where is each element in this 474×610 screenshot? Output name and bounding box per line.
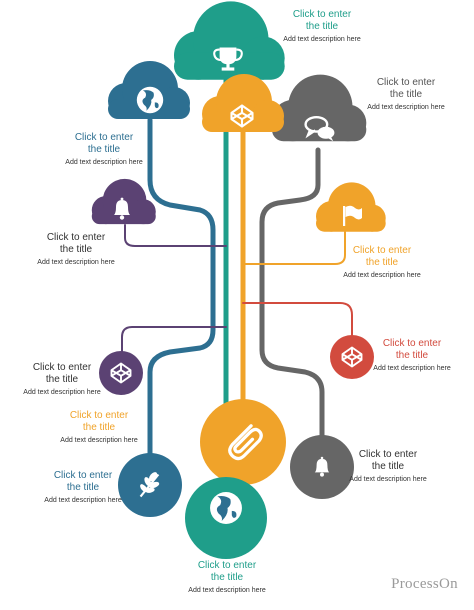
title-codepen-purple[interactable]: Click to enter the title (32, 362, 92, 385)
globe-icon (136, 86, 164, 114)
chat-cloud[interactable] (272, 74, 367, 142)
globe-icon (210, 492, 242, 524)
label-globe-top[interactable]: Click to enter the title Add text descri… (60, 132, 148, 169)
label-bell-gray[interactable]: Click to enter the title Add text descri… (344, 449, 432, 486)
desc-codepen-purple: Add text description here (23, 389, 101, 396)
desc-flag: Add text description here (343, 272, 421, 279)
label-codepen-purple[interactable]: Click to enter the title Add text descri… (18, 362, 106, 399)
title-trophy[interactable]: Click to enter the title (292, 9, 352, 32)
flag-icon (343, 205, 362, 226)
connector-gray (259, 147, 325, 443)
label-bell-purple[interactable]: Click to enter the title Add text descri… (32, 232, 120, 269)
label-leaf[interactable]: Click to enter the title Add text descri… (39, 470, 127, 507)
chat-icon (304, 115, 335, 142)
label-trophy[interactable]: Click to enter the title Add text descri… (278, 9, 366, 46)
label-globe-bottom[interactable]: Click to enter the title Add text descri… (183, 560, 271, 597)
globe-land-icon (216, 496, 237, 522)
node-shapes (91, 1, 386, 559)
codepen-icon (230, 104, 254, 128)
leaf-icon (139, 472, 160, 498)
codepen-purple-circle[interactable] (99, 351, 143, 395)
title-bell-purple[interactable]: Click to enter the title (46, 232, 106, 255)
codepen-icon (110, 362, 132, 384)
title-leaf[interactable]: Click to enter the title (53, 470, 113, 493)
title-clip[interactable]: Click to enter the title (69, 410, 129, 433)
codepen-red-circle[interactable] (330, 335, 374, 379)
label-clip[interactable]: Click to enter the title Add text descri… (55, 410, 143, 447)
label-flag[interactable]: Click to enter the title Add text descri… (338, 245, 426, 282)
connector-purple-bottom (121, 326, 227, 353)
desc-leaf: Add text description here (44, 497, 122, 504)
connector-flag (242, 231, 346, 265)
bell-icon (114, 197, 130, 220)
trophy-icon (213, 47, 243, 71)
title-chat[interactable]: Click to enter the title (376, 77, 436, 100)
desc-chat: Add text description here (367, 104, 445, 111)
bell-icon (314, 456, 330, 477)
node-icons (110, 47, 363, 524)
connector-blue (147, 117, 216, 458)
connector-red (242, 302, 353, 336)
connector-purple-top (124, 224, 227, 247)
desc-bell-gray: Add text description here (349, 476, 427, 483)
desc-bell-purple: Add text description here (37, 259, 115, 266)
desc-globe-bottom: Add text description here (188, 587, 266, 594)
label-codepen-red[interactable]: Click to enter the title Add text descri… (368, 338, 456, 375)
desc-clip: Add text description here (60, 437, 138, 444)
codepen-top-cloud[interactable] (202, 74, 284, 132)
codepen-icon (341, 346, 363, 368)
desc-globe-top: Add text description here (65, 159, 143, 166)
title-codepen-red[interactable]: Click to enter the title (382, 338, 442, 361)
desc-codepen-red: Add text description here (373, 365, 451, 372)
title-flag[interactable]: Click to enter the title (352, 245, 412, 268)
title-globe-top[interactable]: Click to enter the title (74, 132, 134, 155)
desc-trophy: Add text description here (283, 36, 361, 43)
paperclip-icon (228, 424, 263, 461)
label-chat[interactable]: Click to enter the title Add text descri… (362, 77, 450, 114)
title-globe-bottom[interactable]: Click to enter the title (197, 560, 257, 583)
globe-land-icon (142, 90, 159, 111)
clip-circle[interactable] (200, 399, 286, 485)
title-bell-gray[interactable]: Click to enter the title (358, 449, 418, 472)
brand-watermark: ProcessOn (391, 576, 458, 592)
